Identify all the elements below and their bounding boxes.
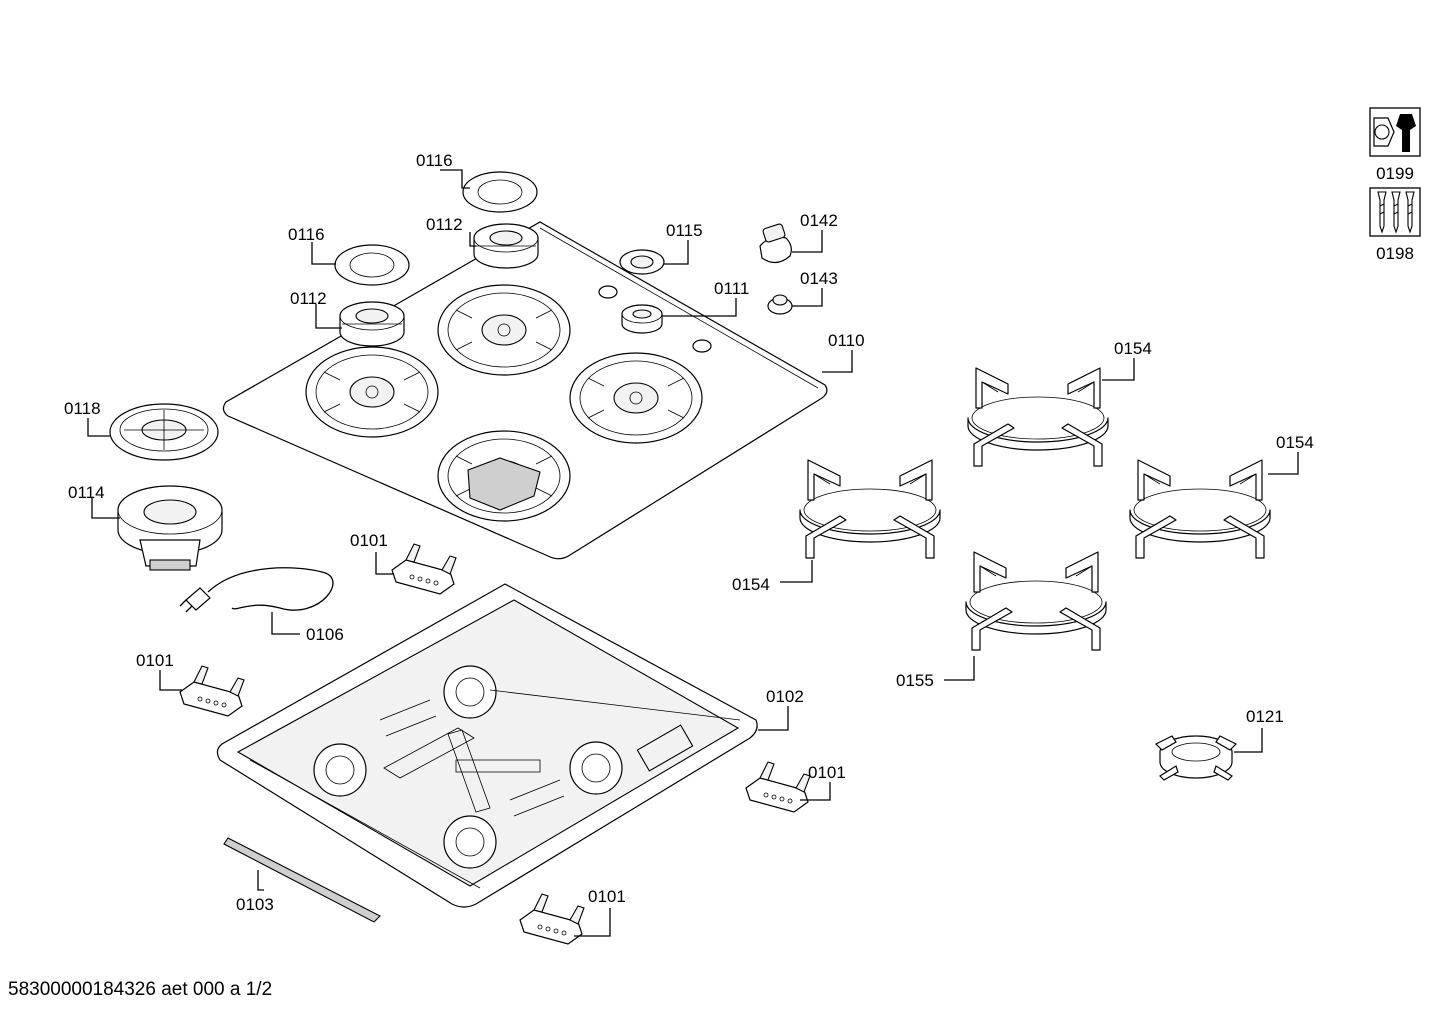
label-0103: 0103 xyxy=(236,895,274,914)
bottom-tray xyxy=(216,583,758,908)
label-0154-a: 0154 xyxy=(1114,339,1152,358)
bracket-2 xyxy=(179,665,245,717)
pan-support-3 xyxy=(1129,459,1271,559)
document-footer: 58300000184326 aet 000 a 1/2 xyxy=(8,979,273,1000)
label-0198: 0198 xyxy=(1376,244,1414,263)
burner-cap-large xyxy=(109,403,219,461)
bracket-3 xyxy=(745,761,811,813)
seal-strip xyxy=(223,837,381,923)
label-0143: 0143 xyxy=(800,269,838,288)
label-0116-left: 0116 xyxy=(288,225,325,244)
label-0110: 0110 xyxy=(828,331,865,350)
label-0154-c: 0154 xyxy=(732,575,770,594)
label-0101-b: 0101 xyxy=(136,651,174,670)
trim-ring-left xyxy=(334,244,410,286)
wok-burner xyxy=(117,485,223,571)
label-0101-c: 0101 xyxy=(808,763,846,782)
pan-support-2 xyxy=(799,459,941,559)
burner-cap-left xyxy=(339,301,405,347)
wrench-nut-icon xyxy=(1369,107,1421,157)
label-0155: 0155 xyxy=(896,671,934,690)
label-0142: 0142 xyxy=(800,211,838,230)
label-0112-upper: 0112 xyxy=(426,215,463,234)
label-0101-a: 0101 xyxy=(350,531,388,550)
control-knob xyxy=(759,223,792,264)
label-0199: 0199 xyxy=(1376,164,1414,183)
label-0114: 0114 xyxy=(68,483,105,502)
wok-adaptor xyxy=(1154,735,1238,781)
label-0111: 0111 xyxy=(714,279,749,298)
screws-icon xyxy=(1369,187,1421,237)
cooktop-top-plate xyxy=(222,221,828,560)
leader-lines xyxy=(87,169,1299,937)
label-0115: 0115 xyxy=(666,221,703,240)
pan-support-1 xyxy=(967,367,1109,467)
power-cord xyxy=(179,567,334,613)
bracket-1 xyxy=(391,543,457,595)
label-0154-b: 0154 xyxy=(1276,433,1314,452)
small-burner xyxy=(621,304,663,334)
label-0118: 0118 xyxy=(64,399,101,418)
knob-ring xyxy=(767,294,793,315)
label-0121: 0121 xyxy=(1246,707,1284,726)
pan-support-4 xyxy=(965,551,1107,651)
label-0101-d: 0101 xyxy=(588,887,626,906)
label-0102: 0102 xyxy=(766,687,804,706)
burner-cap-upper xyxy=(473,223,539,269)
trim-ring-upper xyxy=(462,171,538,213)
label-0116-upper: 0116 xyxy=(416,151,453,170)
label-0112-left: 0112 xyxy=(290,289,327,308)
label-0106: 0106 xyxy=(306,625,344,644)
small-trim-ring xyxy=(619,249,665,275)
